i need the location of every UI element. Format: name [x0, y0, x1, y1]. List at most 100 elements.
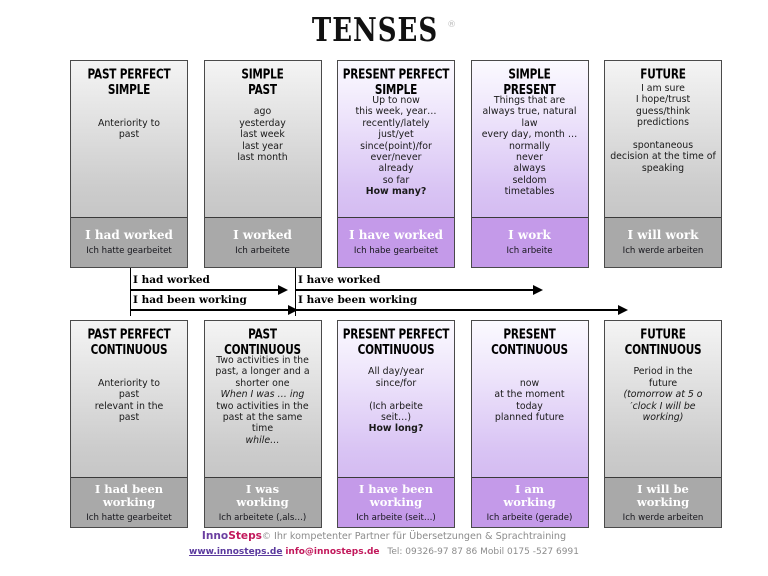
tense-example-english: I will work [627, 228, 699, 242]
tense-card-simple-past: SIMPLE PAST ago yesterday last week last… [203, 60, 322, 268]
tense-card-title: PRESENT PERFECT SIMPLE [342, 67, 450, 98]
tense-card-body: SIMPLE PAST ago yesterday last week last… [205, 61, 321, 217]
arrow-label-had-been-working: I had been working [133, 294, 247, 306]
tense-card-title: FUTURE CONTINUOUS [624, 327, 702, 358]
footer-contact: www.innosteps.de info@innosteps.de Tel: … [0, 546, 768, 559]
tense-card-example-italic: When I was … ing [220, 389, 305, 401]
arrow-label-have-worked: I have worked [298, 274, 381, 286]
tense-card-body: FUTURE CONTINUOUS Period in the future (… [605, 321, 721, 477]
tense-card-example-italic-2: while… [245, 434, 280, 446]
tense-card-title: FUTURE [640, 67, 686, 83]
tense-card-description: Things that are always true, natural law… [481, 95, 578, 198]
tense-card-example-italic: (tomorrow at 5 o ′clock I will be workin… [623, 389, 703, 424]
arrowhead-have-worked-icon [533, 285, 543, 295]
tense-card-description: Anteriority to past relevant in the past [94, 377, 164, 424]
tense-example-german: Ich werde arbeiten [622, 246, 704, 256]
tense-card-title: SIMPLE PAST [241, 67, 284, 98]
tense-example-german: Ich arbeitete (,als…) [218, 512, 307, 523]
tense-example-german: Ich arbeite (seit…) [356, 512, 436, 523]
page-title-text: TENSES [311, 12, 439, 50]
tense-card-question: How long? [368, 423, 424, 435]
arrow-shaft-had-worked [130, 289, 280, 291]
tense-card-past-perfect-continuous: PAST PERFECT CONTINUOUS Anteriority to p… [70, 320, 188, 528]
footer-tagline: InnoSteps© Ihr kompetenter Partner für Ü… [0, 530, 768, 544]
timeline-vertical-line-left [130, 268, 131, 316]
arrow-label-had-worked: I had worked [133, 274, 210, 286]
tense-example-german: Ich hatte gearbeitet [86, 512, 172, 523]
tense-example-english: I was working [236, 481, 289, 509]
tense-example-english: I have been working [358, 481, 434, 509]
arrowhead-had-worked-icon [278, 285, 288, 295]
arrowhead-have-been-working-icon [618, 305, 628, 315]
arrow-shaft-had-been-working [130, 309, 290, 311]
brand-name-part-one: Inno [201, 530, 229, 542]
tense-card-present-perfect-continuous: PRESENT PERFECT CONTINUOUS All day/year … [337, 320, 455, 528]
registered-mark: ® [447, 19, 457, 30]
tense-card-present-continuous: PRESENT CONTINUOUS now at the moment tod… [470, 320, 589, 528]
tense-card-description: Two activities in the past, a longer and… [215, 355, 310, 446]
tense-example-english: I have worked [348, 228, 444, 242]
tense-card-body: PAST PERFECT SIMPLE Anteriority to past [71, 61, 187, 217]
tense-card-body: PRESENT CONTINUOUS now at the moment tod… [472, 321, 588, 477]
tense-card-title: PRESENT PERFECT CONTINUOUS [342, 327, 450, 358]
tense-card-description: Up to now this week, year… recently/late… [355, 95, 437, 198]
brand-name-part-two: Steps [228, 530, 262, 542]
tense-example-english: I will be working [636, 481, 690, 509]
tense-example-german: Ich hatte gearbeitet [86, 246, 172, 256]
footer-tagline-text: Ihr kompetenter Partner für Übersetzunge… [270, 531, 567, 542]
arrow-shaft-have-worked [295, 289, 535, 291]
page-title: TENSES ® [0, 12, 768, 50]
email-link[interactable]: info@innosteps.de [285, 547, 380, 557]
tense-card-description: ago yesterday last week last year last m… [237, 106, 288, 164]
timeline-vertical-line-right [295, 268, 296, 316]
tense-card-future-continuous: FUTURE CONTINUOUS Period in the future (… [604, 320, 722, 528]
tense-example-english: I worked [233, 228, 292, 242]
tense-example-german: Ich arbeite (gerade) [486, 512, 573, 523]
arrowhead-had-been-working-icon [288, 305, 298, 315]
tense-card-body: PAST PERFECT CONTINUOUS Anteriority to p… [71, 321, 187, 477]
tense-example-english: I had been working [94, 481, 164, 509]
tense-row-continuous: PAST PERFECT CONTINUOUS Anteriority to p… [70, 320, 722, 528]
tense-card-body: PRESENT PERFECT CONTINUOUS All day/year … [338, 321, 454, 477]
tense-example-german: Ich habe gearbeitet [353, 246, 439, 256]
arrow-shaft-have-been-working [295, 309, 620, 311]
website-link[interactable]: www.innosteps.de [189, 547, 283, 557]
phone-number: Tel: 09326-97 87 86 Mobil 0175 -527 6991 [387, 547, 579, 557]
tense-example-english: I am working [503, 481, 556, 509]
tense-card-title: PRESENT CONTINUOUS [491, 327, 568, 358]
tense-card-title: PAST PERFECT SIMPLE [87, 67, 171, 98]
tense-card-description: Anteriority to past [97, 117, 161, 141]
timeline-connector: I had worked I had been working I have w… [0, 268, 768, 316]
tense-card-title: PAST PERFECT CONTINUOUS [87, 327, 171, 358]
tense-example-german: Ich arbeite [506, 246, 553, 256]
arrow-label-have-been-working: I have been working [298, 294, 418, 306]
tense-example-german: Ich werde arbeiten [622, 512, 704, 523]
copyright-symbol: © [261, 532, 271, 542]
tense-card-description: All day/year since/for (Ich arbeite seit… [368, 366, 424, 435]
tense-example-german: Ich arbeitete [235, 246, 290, 256]
tense-card-description: now at the moment today planned future [494, 377, 565, 424]
tense-example-english: I had worked [85, 228, 173, 242]
tense-card-description: I am sure I hope/trust guess/think predi… [610, 83, 716, 174]
tense-card-description: Period in the future (tomorrow at 5 o ′c… [623, 366, 703, 424]
